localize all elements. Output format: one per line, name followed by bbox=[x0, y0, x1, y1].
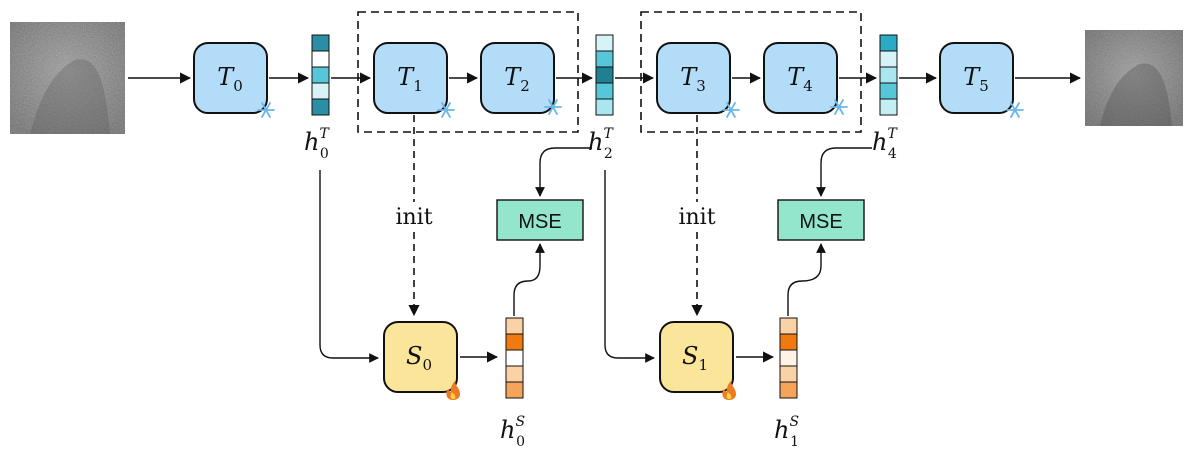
teacher-label-3: T bbox=[680, 63, 698, 91]
teacher-label-5: T bbox=[963, 63, 981, 91]
teacher-block-2: T2 bbox=[480, 42, 555, 114]
flame-icon bbox=[722, 381, 736, 400]
snowflake-icon bbox=[1006, 102, 1024, 118]
teacher-label-1: T bbox=[397, 63, 415, 91]
svg-text:T4: T4 bbox=[787, 63, 813, 95]
teacher-sub-0: 0 bbox=[233, 77, 243, 95]
svg-text:S1: S1 bbox=[682, 342, 708, 374]
teacher-block-1: T1 bbox=[373, 42, 448, 114]
teacher-sub-3: 3 bbox=[696, 77, 706, 95]
teacher-block-3: T3 bbox=[656, 42, 731, 114]
teacher-group-box-1 bbox=[357, 11, 579, 133]
svg-text:T0: T0 bbox=[217, 63, 243, 95]
snowflake-icon bbox=[544, 99, 562, 115]
student-sub-1: 1 bbox=[698, 356, 708, 374]
mse-loss-box-1: MSE bbox=[496, 199, 584, 241]
teacher-sub-5: 5 bbox=[979, 77, 989, 95]
input-image bbox=[10, 22, 125, 134]
student-block-1: S1 bbox=[659, 321, 734, 393]
teacher-hidden-vector-4 bbox=[879, 34, 898, 116]
student-to-mse-arrows bbox=[513, 243, 826, 316]
mse-loss-box-2: MSE bbox=[777, 199, 865, 241]
student-input-paths bbox=[319, 170, 655, 363]
snowflake-icon bbox=[437, 102, 455, 118]
teacher-label-2: T bbox=[504, 63, 522, 91]
svg-text:T5: T5 bbox=[963, 63, 989, 95]
student-hidden-vector-0 bbox=[505, 317, 524, 399]
teacher-to-mse-arrows bbox=[535, 147, 872, 197]
teacher-block-5: T5 bbox=[939, 42, 1014, 114]
teacher-sub-4: 4 bbox=[803, 77, 813, 95]
student-label-1: S bbox=[682, 342, 698, 370]
init-arrows bbox=[408, 115, 703, 317]
init-label-2: init bbox=[678, 205, 715, 230]
svg-text:MSE: MSE bbox=[518, 211, 561, 233]
teacher-group-box-2 bbox=[640, 11, 862, 133]
init-label-1: init bbox=[395, 205, 432, 230]
student-sub-0: 0 bbox=[422, 356, 432, 374]
snowflake-icon bbox=[722, 102, 740, 118]
snowflake-icon bbox=[830, 99, 848, 115]
svg-text:S0: S0 bbox=[406, 342, 432, 374]
teacher-hidden-vector-2 bbox=[595, 34, 614, 116]
svg-text:T1: T1 bbox=[397, 63, 423, 95]
teacher-sub-2: 2 bbox=[520, 77, 530, 95]
teacher-block-4: T4 bbox=[763, 42, 838, 114]
svg-text:T3: T3 bbox=[680, 63, 706, 95]
student-block-0: S0 bbox=[383, 321, 458, 393]
flame-icon bbox=[446, 381, 460, 400]
svg-text:T2: T2 bbox=[504, 63, 530, 95]
student-label-0: S bbox=[406, 342, 422, 370]
teacher-block-0: T0 bbox=[193, 42, 268, 114]
svg-text:MSE: MSE bbox=[799, 211, 842, 233]
teacher-label-4: T bbox=[787, 63, 805, 91]
teacher-hidden-vector-0 bbox=[311, 34, 330, 116]
student-hidden-vector-1 bbox=[779, 317, 798, 399]
teacher-sub-1: 1 bbox=[413, 77, 423, 95]
snowflake-icon bbox=[257, 102, 275, 118]
output-image bbox=[1085, 30, 1183, 126]
teacher-label-0: T bbox=[217, 63, 235, 91]
